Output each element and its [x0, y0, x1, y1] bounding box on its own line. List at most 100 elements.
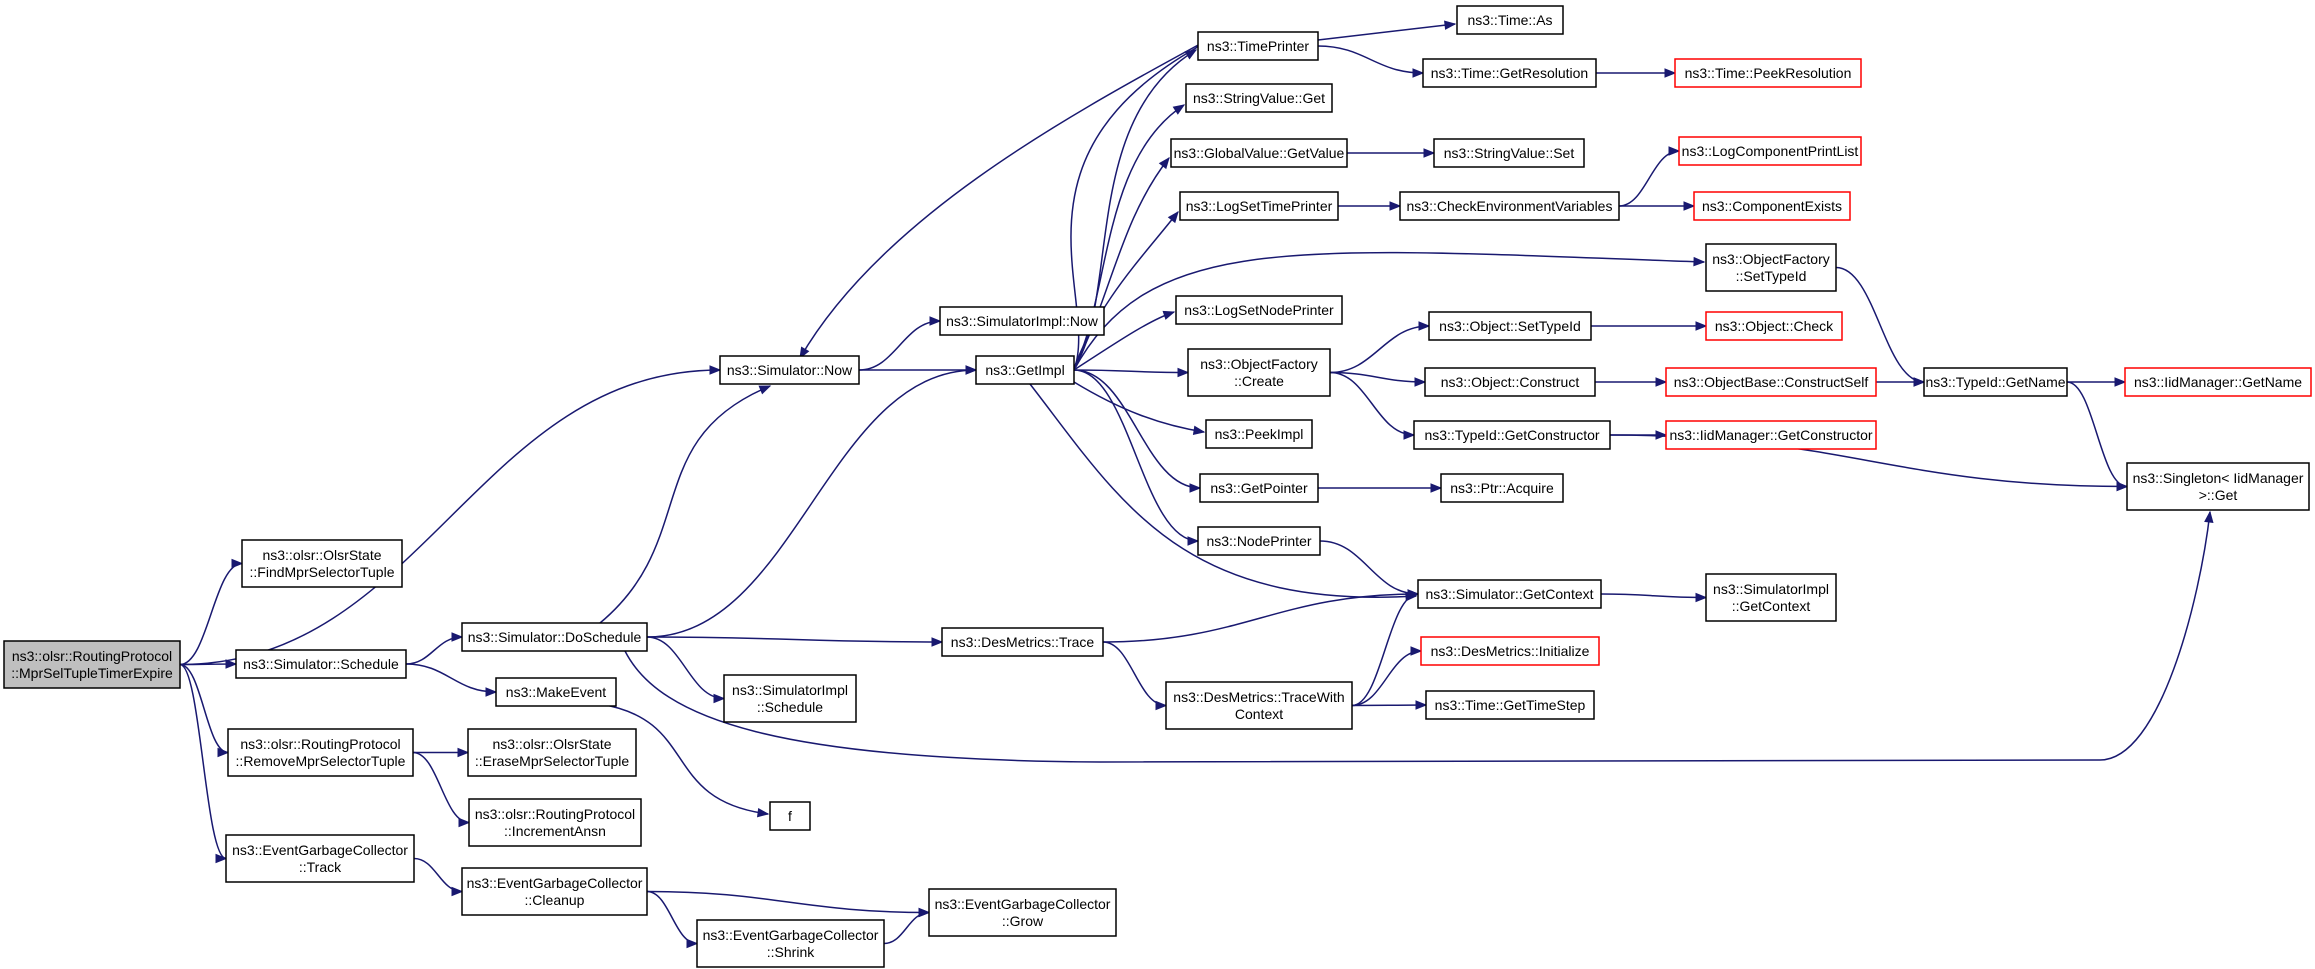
- node-iidmgr-getctor[interactable]: ns3::IidManager::GetConstructor: [1665, 420, 1877, 450]
- node-label: ns3::Singleton< IidManager: [2133, 470, 2304, 486]
- node-box: [468, 798, 642, 847]
- node-compexists[interactable]: ns3::ComponentExists: [1693, 191, 1851, 221]
- node-singleton-get[interactable]: ns3::Singleton< IidManager >::Get: [2126, 462, 2310, 511]
- arrowhead-icon: [458, 817, 471, 828]
- node-box: [769, 801, 811, 831]
- node-box: [1674, 58, 1862, 88]
- arrowhead-icon: [1913, 377, 1926, 387]
- node-time-as[interactable]: ns3::Time::As: [1456, 5, 1564, 35]
- arrowhead-icon: [1407, 589, 1420, 599]
- arrowhead-icon: [451, 632, 464, 642]
- node-obj-construct[interactable]: ns3::Object::Construct: [1424, 367, 1596, 397]
- arrowhead-icon: [1412, 68, 1425, 78]
- node-logsettime[interactable]: ns3::LogSetTimePrinter: [1179, 191, 1339, 221]
- node-label: ns3::GetImpl: [985, 362, 1064, 378]
- edge-remove-to-erase: [413, 747, 470, 758]
- node-box: [1425, 690, 1595, 720]
- node-typeid-getctor[interactable]: ns3::TypeId::GetConstructor: [1413, 420, 1611, 450]
- node-ptr-acquire[interactable]: ns3::Ptr::Acquire: [1440, 473, 1564, 503]
- node-stringvalue-set[interactable]: ns3::StringValue::Set: [1433, 138, 1585, 168]
- edge-line: [1317, 45, 1424, 74]
- node-of-create[interactable]: ns3::ObjectFactory::Create: [1187, 348, 1331, 397]
- node-getimpl[interactable]: ns3::GetImpl: [975, 355, 1075, 385]
- node-peekimpl[interactable]: ns3::PeekImpl: [1205, 419, 1313, 449]
- node-obj-settypeid[interactable]: ns3::Object::SetTypeId: [1428, 311, 1592, 341]
- node-f[interactable]: f: [769, 801, 811, 831]
- node-nodeprinter[interactable]: ns3::NodePrinter: [1197, 526, 1321, 556]
- node-label: ns3::Time::As: [1467, 12, 1552, 28]
- node-logcompprint[interactable]: ns3::LogComponentPrintList: [1678, 136, 1862, 166]
- node-typeid-getname[interactable]: ns3::TypeId::GetName: [1923, 367, 2068, 397]
- node-simimpl-getctx[interactable]: ns3::SimulatorImpl::GetContext: [1705, 573, 1837, 622]
- arrowhead-icon: [1444, 20, 1457, 30]
- edge-line: [646, 369, 977, 638]
- arrowhead-icon: [2116, 481, 2129, 492]
- node-label: ns3::Time::GetTimeStep: [1435, 697, 1586, 713]
- node-stringvalue-get[interactable]: ns3::StringValue::Get: [1185, 83, 1333, 113]
- node-root[interactable]: ns3::olsr::RoutingProtocol::MprSelTupleT…: [3, 640, 181, 689]
- edge-egc-shrink-to-egc-grow: [883, 907, 931, 945]
- edge-time-getres-to-time-peekres: [1596, 68, 1677, 78]
- edge-checkenv-to-compexists: [1619, 201, 1696, 211]
- node-sim-sched[interactable]: ns3::Simulator::Schedule: [235, 649, 407, 679]
- node-label: ns3::TypeId::GetConstructor: [1424, 427, 1599, 443]
- node-simimpl-now[interactable]: ns3::SimulatorImpl::Now: [939, 306, 1105, 336]
- node-time-getres[interactable]: ns3::Time::GetResolution: [1422, 58, 1597, 88]
- node-label: ns3::ComponentExists: [1702, 198, 1842, 214]
- node-logsetnode[interactable]: ns3::LogSetNodePrinter: [1175, 295, 1343, 325]
- node-timeprinter[interactable]: ns3::TimePrinter: [1197, 31, 1319, 61]
- arrowhead-icon: [457, 747, 470, 758]
- node-box: [1422, 58, 1597, 88]
- edge-dosched-to-singleton-get: [624, 510, 2214, 763]
- node-box: [975, 355, 1075, 385]
- node-iidmgr-getname[interactable]: ns3::IidManager::GetName: [2124, 367, 2312, 397]
- node-box: [235, 649, 407, 679]
- node-simimpl-sched[interactable]: ns3::SimulatorImpl::Schedule: [723, 674, 857, 723]
- node-label: ns3::LogSetNodePrinter: [1184, 302, 1334, 318]
- node-box: [1420, 636, 1600, 666]
- node-sim-getctx[interactable]: ns3::Simulator::GetContext: [1417, 579, 1602, 609]
- node-erase[interactable]: ns3::olsr::OlsrState::EraseMprSelectorTu…: [467, 728, 637, 777]
- edge-sim-sched-to-makeevent: [405, 663, 498, 697]
- node-dosched[interactable]: ns3::Simulator::DoSchedule: [461, 622, 648, 652]
- node-box: [495, 677, 617, 707]
- node-find[interactable]: ns3::olsr::OlsrState::FindMprSelectorTup…: [241, 539, 403, 588]
- arrowhead-icon: [485, 687, 498, 697]
- node-sim-now[interactable]: ns3::Simulator::Now: [719, 355, 860, 385]
- node-checkenv[interactable]: ns3::CheckEnvironmentVariables: [1399, 191, 1620, 221]
- node-desm-init[interactable]: ns3::DesMetrics::Initialize: [1420, 636, 1600, 666]
- arrowhead-icon: [1155, 700, 1168, 711]
- node-objbase-cs[interactable]: ns3::ObjectBase::ConstructSelf: [1665, 367, 1877, 397]
- node-label: ::SetTypeId: [1736, 268, 1807, 284]
- arrowhead-icon: [918, 907, 931, 918]
- node-incansn[interactable]: ns3::olsr::RoutingProtocol::IncrementAns…: [468, 798, 642, 847]
- node-remove[interactable]: ns3::olsr::RoutingProtocol::RemoveMprSel…: [227, 728, 414, 777]
- node-of-settypeid[interactable]: ns3::ObjectFactory::SetTypeId: [1705, 243, 1837, 292]
- node-box: [1185, 83, 1333, 113]
- node-time-gettimestep[interactable]: ns3::Time::GetTimeStep: [1425, 690, 1595, 720]
- node-egc-cleanup[interactable]: ns3::EventGarbageCollector::Cleanup: [461, 867, 648, 916]
- node-obj-check[interactable]: ns3::Object::Check: [1705, 311, 1843, 341]
- node-makeevent[interactable]: ns3::MakeEvent: [495, 677, 617, 707]
- node-egc-shrink[interactable]: ns3::EventGarbageCollector::Shrink: [696, 919, 885, 968]
- edge-line: [624, 511, 2211, 763]
- arrowhead-icon: [1403, 430, 1416, 440]
- node-time-peekres[interactable]: ns3::Time::PeekResolution: [1674, 58, 1862, 88]
- node-box: [1705, 573, 1837, 622]
- edge-desm-twc-to-sim-getctx: [1351, 589, 1420, 707]
- node-egc-grow[interactable]: ns3::EventGarbageCollector::Grow: [928, 888, 1117, 937]
- node-label: ::Grow: [1002, 913, 1044, 929]
- node-desm-trace[interactable]: ns3::DesMetrics::Trace: [941, 627, 1104, 657]
- arrowhead-icon: [1655, 430, 1668, 440]
- node-label: ns3::PeekImpl: [1215, 426, 1304, 442]
- node-box: [723, 674, 857, 723]
- edge-line: [412, 751, 470, 824]
- node-label: ns3::ObjectFactory: [1712, 251, 1830, 267]
- node-globalvalue-get[interactable]: ns3::GlobalValue::GetValue: [1170, 138, 1348, 168]
- node-label: ns3::Simulator::DoSchedule: [468, 629, 642, 645]
- arrowhead-icon: [965, 365, 978, 375]
- node-egc-track[interactable]: ns3::EventGarbageCollector::Track: [225, 834, 415, 883]
- edge-sim-getctx-to-simimpl-getctx: [1600, 592, 1708, 603]
- node-getpointer[interactable]: ns3::GetPointer: [1199, 473, 1319, 503]
